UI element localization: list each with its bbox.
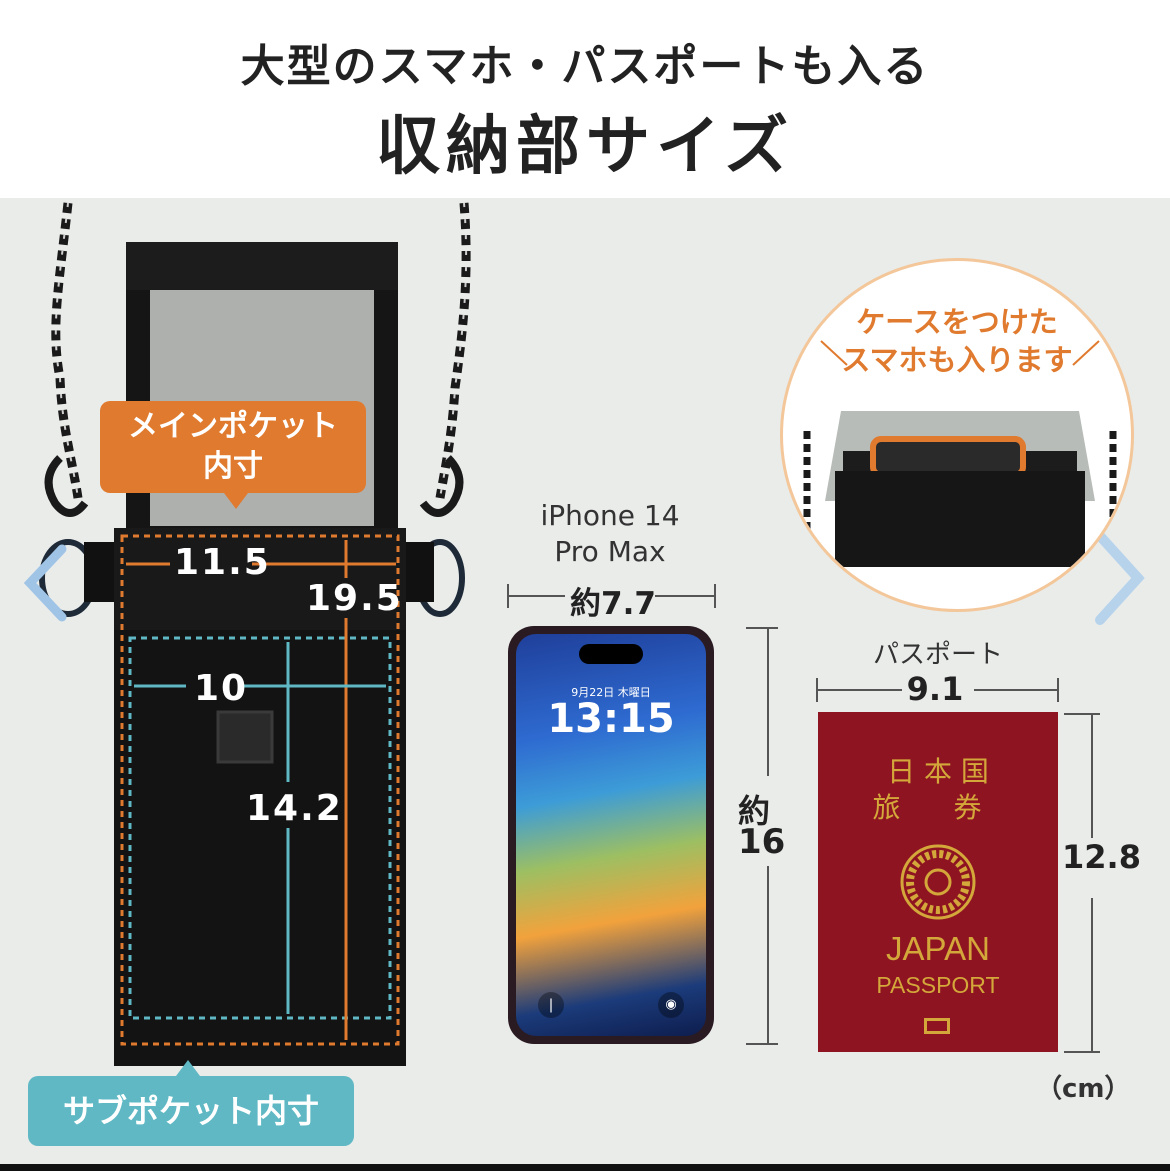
sub-pocket-callout: サブポケット内寸 [28, 1060, 354, 1146]
main-pocket-callout: メインポケット 内寸 [100, 401, 366, 509]
main-pocket-height: 19.5 [306, 578, 403, 619]
passport-height-dimension [1064, 713, 1100, 1053]
camera-icon[interactable]: ◉ [658, 992, 684, 1018]
passport-width-dimension [816, 678, 1059, 702]
iphone-height-prefix: 約 [738, 792, 771, 830]
passport-title-jp: 日 本 国 [887, 755, 989, 788]
inset-pouch-image [803, 340, 1117, 567]
passport-width-value: 9.1 [906, 670, 964, 708]
iphone-height-value: 16 [738, 822, 786, 862]
inset-text-line1: ケースをつけた [856, 305, 1058, 339]
bottom-border [0, 1164, 1170, 1171]
headline-sub: 大型のスマホ・パスポートも入る [240, 41, 930, 92]
iphone-device: 9月22日 木曜日 13:15 ❘ ◉ [508, 626, 714, 1044]
lockscreen-time: 13:15 [547, 696, 675, 742]
page-header: 大型のスマホ・パスポートも入る 収納部サイズ [0, 0, 1170, 198]
lockscreen-date: 9月22日 木曜日 [571, 686, 651, 699]
passport-cover: 日 本 国 旅 券 JAPAN PASSPORT [818, 712, 1058, 1052]
passport-type: PASSPORT [876, 972, 1000, 998]
passport-label: パスポート [872, 640, 1003, 670]
inset-circle: ケースをつけた スマホも入ります [780, 258, 1134, 612]
passport-height-value: 12.8 [1062, 838, 1141, 876]
iphone-width-dimension [507, 584, 716, 608]
iphone-model-label: iPhone 14 Pro Max [540, 499, 680, 568]
main-pocket-width: 11.5 [174, 542, 271, 583]
sub-pocket-height: 14.2 [246, 788, 343, 829]
chevron-left-icon[interactable] [20, 543, 70, 623]
chip-icon [924, 1018, 950, 1034]
unit-label: （cm） [1036, 1074, 1131, 1104]
chrysanthemum-emblem-icon [900, 844, 976, 920]
iphone-width-value: 約7.7 [570, 586, 656, 622]
headline-main: 収納部サイズ [375, 110, 795, 184]
product-panel: メインポケット 内寸 11.5 19.5 10 14.2 サブポケット内寸 iP… [0, 198, 1170, 1164]
iphone-height-dimension [746, 627, 778, 1045]
inset-text-line2: スマホも入ります [841, 343, 1073, 377]
sub-pocket-width: 10 [194, 668, 249, 709]
passport-country: JAPAN [886, 930, 990, 967]
passport-title-jp2: 旅 券 [872, 791, 1004, 824]
dynamic-island [579, 644, 643, 664]
iphone-screen: 9月22日 木曜日 13:15 ❘ ◉ [516, 634, 706, 1036]
pouch-illustration [39, 202, 471, 1066]
flashlight-icon[interactable]: ❘ [538, 992, 564, 1018]
